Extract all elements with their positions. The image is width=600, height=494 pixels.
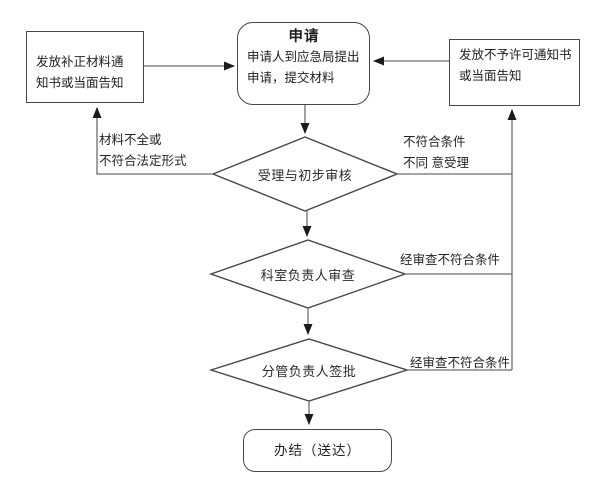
node-issue-supplement-notice-label: 发放补正材料通知书或当面告知: [36, 55, 124, 90]
edge-label-not-qualified: 不符合条件 不同 意受理: [403, 135, 469, 170]
decision-leader-approval-label: 分管负责人签批: [261, 364, 357, 379]
edge-label-fail-section-review: 经审查不符合条件: [400, 253, 501, 267]
decision-section-chief-label: 科室负责人审查: [260, 268, 356, 283]
node-application: 申请 申请人到应急局提出申请，提交材料: [237, 22, 370, 105]
node-application-description: 申请人到应急局提出申请，提交材料: [247, 50, 360, 85]
edge-label-fail-leader-review: 经审查不符合条件: [410, 356, 511, 370]
edge-label-incomplete-materials: 材料不全或 不符合法定形式: [99, 133, 187, 168]
node-complete-delivery: 办结（送达）: [243, 429, 392, 472]
node-issue-supplement-notice: 发放补正材料通知书或当面告知: [26, 31, 144, 103]
node-application-title: 申请: [288, 29, 320, 45]
node-issue-denial-notice-label: 发放不予许可通知书或当面告知: [459, 48, 572, 83]
decision-initial-review-label: 受理与初步审核: [257, 168, 353, 183]
node-issue-denial-notice: 发放不予许可通知书或当面告知: [449, 39, 580, 106]
node-complete-delivery-label: 办结（送达）: [274, 443, 361, 458]
edge-initial-to-supplement: [92, 107, 213, 175]
